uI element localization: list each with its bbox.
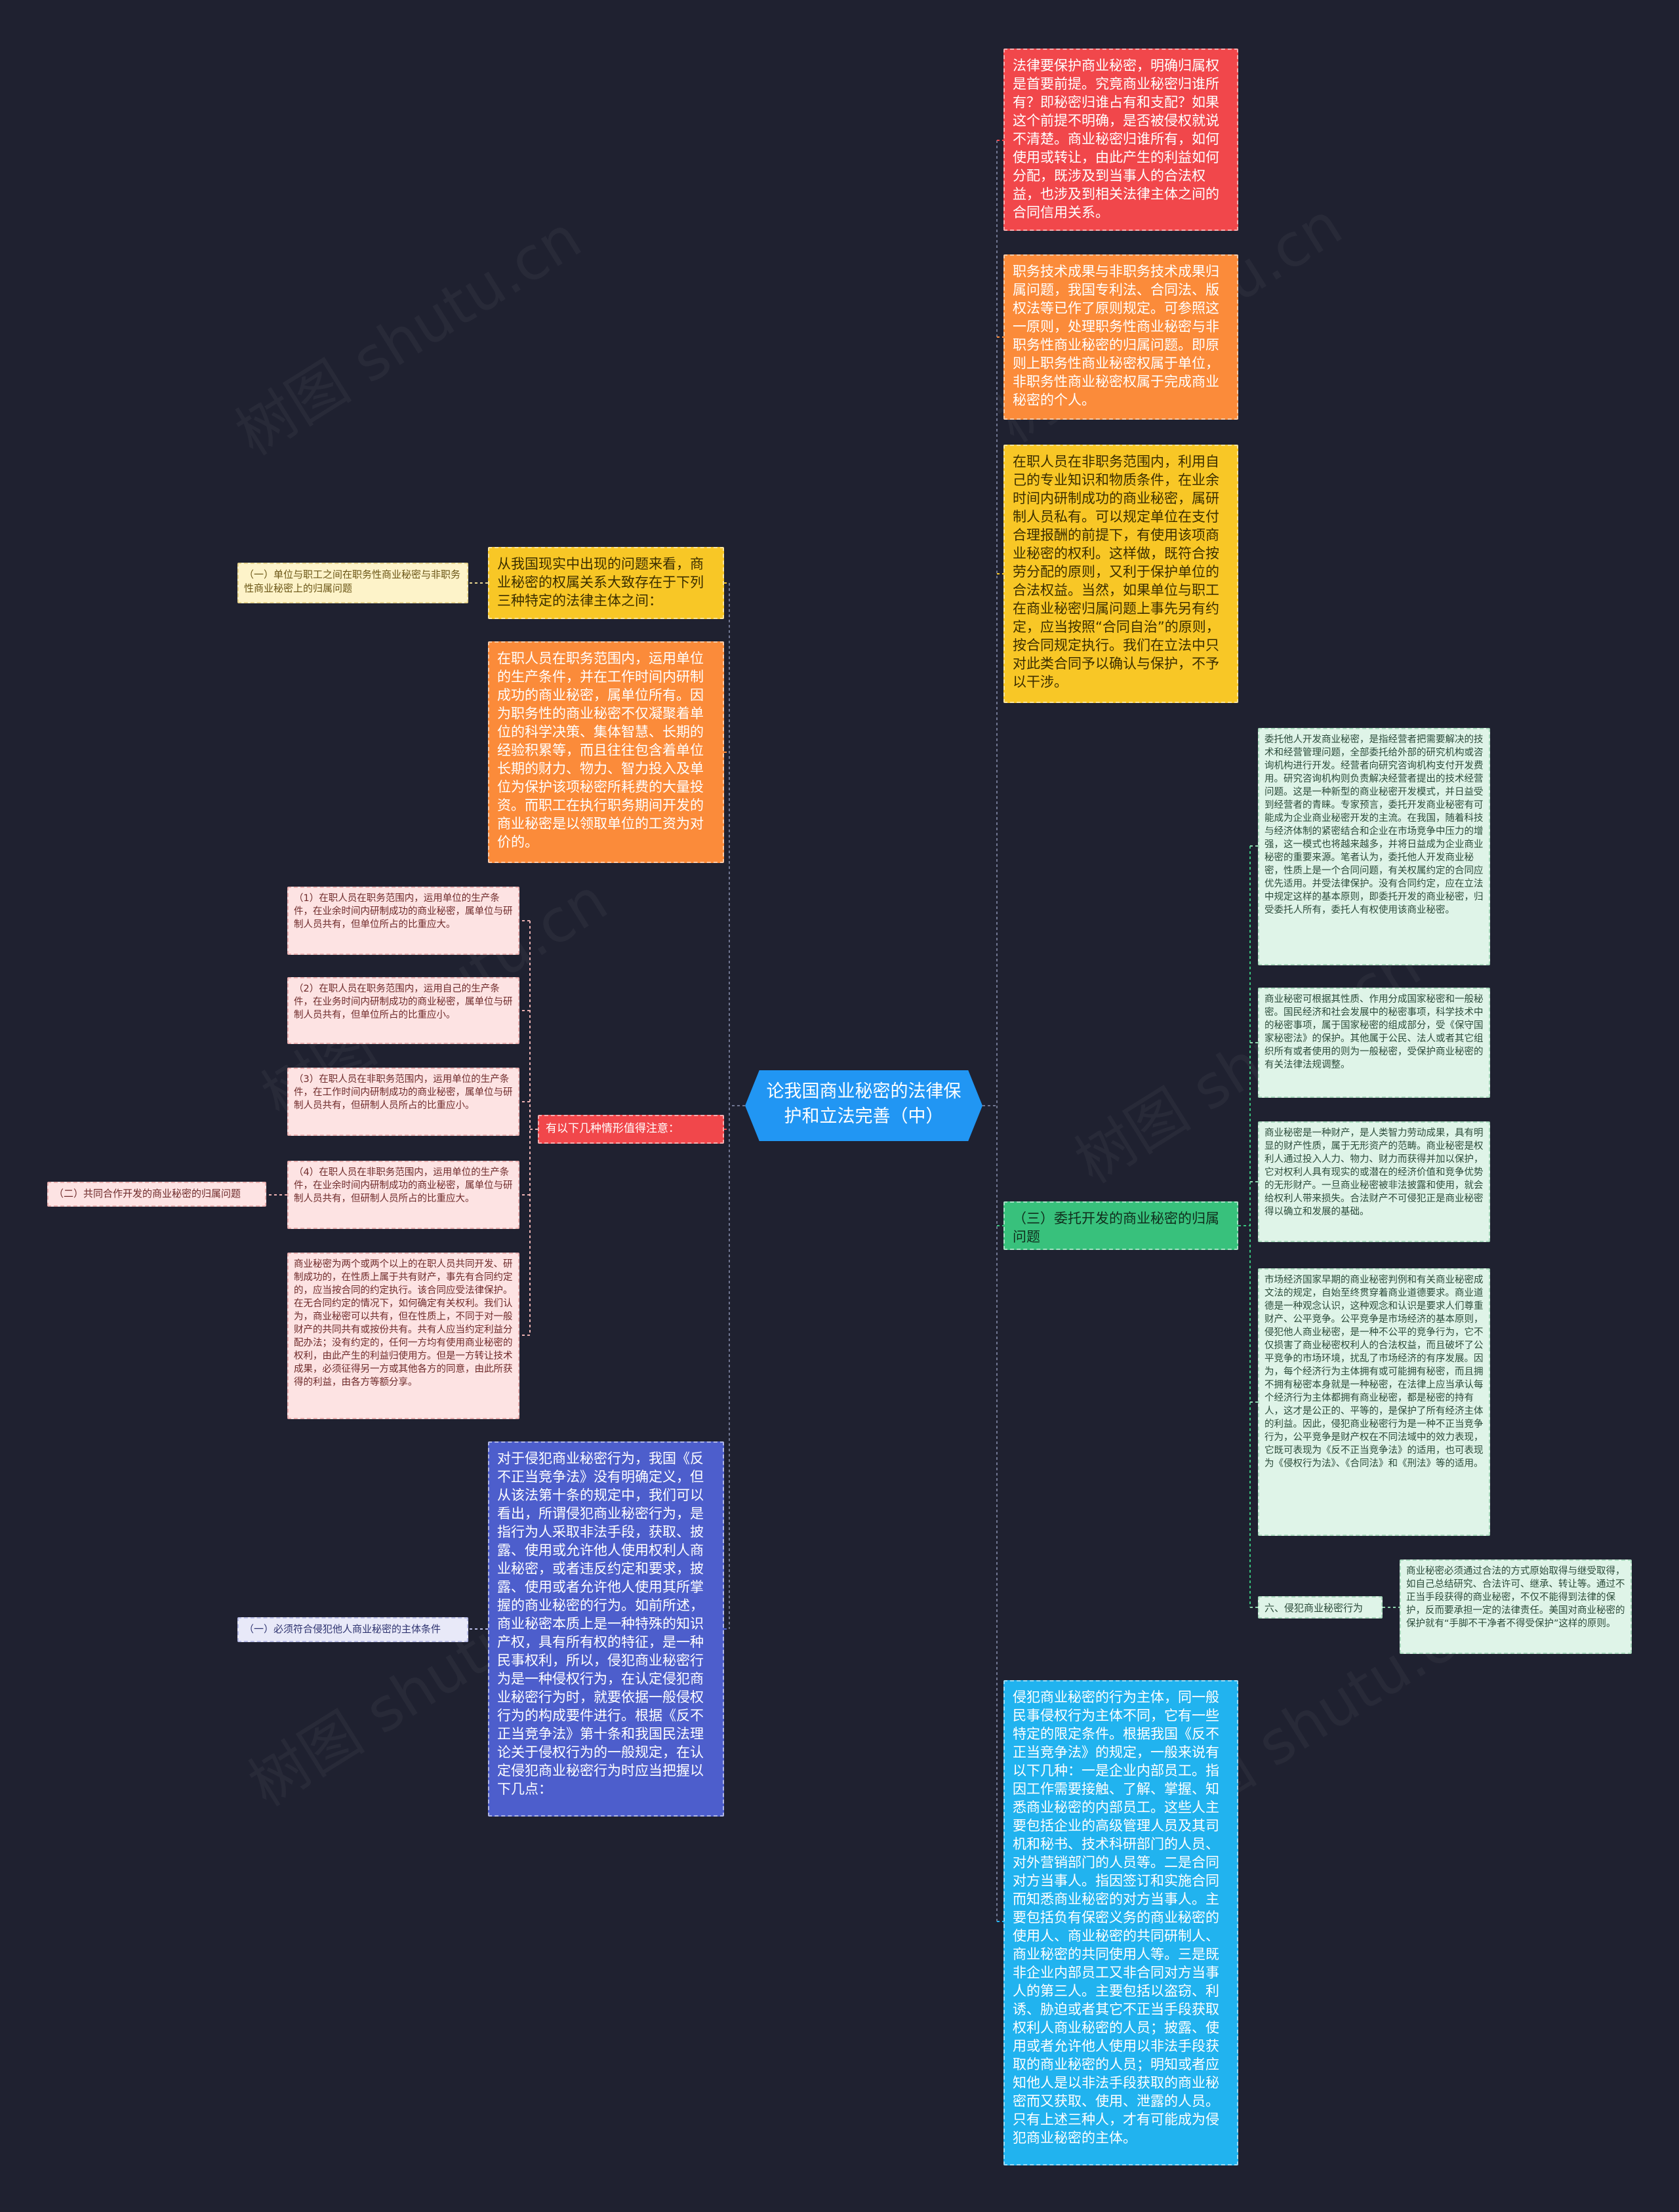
node-commissioned-development[interactable]: （三）委托开发的商业秘密的归属问题 [1003, 1201, 1238, 1250]
node-joint-development-detail[interactable]: 商业秘密为两个或两个以上的在职人员共同开发、研制成功的，在性质上属于共有财产，事… [287, 1253, 519, 1419]
node-six-infringement[interactable]: 六、侵犯商业秘密行为 [1258, 1596, 1383, 1619]
node-case-1[interactable]: （1）在职人员在职务范围内，运用单位的生产条件，在业余时间内研制成功的商业秘密，… [287, 887, 519, 955]
node-ownership-premise[interactable]: 法律要保护商业秘密，明确归属权是首要前提。究竟商业秘密归谁所有？即秘密归谁占有和… [1003, 49, 1238, 231]
node-case-3[interactable]: （3）在职人员在非职务范围内，运用单位的生产条件，在工作时间内研制成功的商业秘密… [287, 1068, 519, 1136]
node-lawful-acquisition[interactable]: 商业秘密必须通过合法的方式原始取得与继受取得，如自己总结研究、合法许可、继承、转… [1400, 1559, 1632, 1654]
node-case-4[interactable]: （4）在职人员在非职务范围内，运用单位的生产条件，在业余时间内研制成功的商业秘密… [287, 1161, 519, 1229]
node-case-2[interactable]: （2）在职人员在职务范围内，运用自己的生产条件，在业务时间内研制成功的商业秘密，… [287, 977, 519, 1044]
node-infringement-subject[interactable]: 侵犯商业秘密的行为主体，同一般民事侵权行为主体不同，它有一些特定的限定条件。根据… [1003, 1680, 1238, 2165]
node-business-ethics[interactable]: 市场经济国家早期的商业秘密判例和有关商业秘密成文法的规定，自始至终贯穿着商业道德… [1258, 1268, 1490, 1536]
node-joint-development[interactable]: （二）共同合作开发的商业秘密的归属问题 [47, 1182, 266, 1207]
node-subject-condition[interactable]: （一）必须符合侵犯他人商业秘密的主体条件 [237, 1617, 468, 1642]
node-three-subjects[interactable]: 从我国现实中出现的问题来看，商业秘密的权属关系大致存在于下列三种特定的法律主体之… [488, 547, 724, 619]
node-secret-property[interactable]: 商业秘密是一种财产，是人类智力劳动成果，具有明显的财产性质，属于无形资产的范畴。… [1258, 1121, 1490, 1242]
root-topic[interactable]: 论我国商业秘密的法律保护和立法完善（中） [745, 1070, 982, 1141]
node-secret-classification[interactable]: 商业秘密可根据其性质、作用分成国家秘密和一般秘密。国民经济和社会发展中的秘密事项… [1258, 988, 1490, 1098]
node-service-scope-unit[interactable]: 在职人员在职务范围内，运用单位的生产条件，并在工作时间内研制成功的商业秘密，属单… [488, 641, 724, 863]
node-service-achievement[interactable]: 职务技术成果与非职务技术成果归属问题，我国专利法、合同法、版权法等已作了原则规定… [1003, 254, 1238, 420]
node-unit-staff-ownership[interactable]: （一）单位与职工之间在职务性商业秘密与非职务性商业秘密上的归属问题 [237, 563, 468, 603]
node-non-service-scope[interactable]: 在职人员在非职务范围内，利用自己的专业知识和物质条件，在业余时间内研制成功的商业… [1003, 445, 1238, 703]
node-commission-detail[interactable]: 委托他人开发商业秘密，是指经营者把需要解决的技术和经营管理问题，全部委托给外部的… [1258, 728, 1490, 965]
node-noteworthy-cases[interactable]: 有以下几种情形值得注意： [538, 1115, 724, 1144]
node-infringement-definition[interactable]: 对于侵犯商业秘密行为，我国《反不正当竞争法》没有明确定义，但从该法第十条的规定中… [488, 1441, 724, 1817]
